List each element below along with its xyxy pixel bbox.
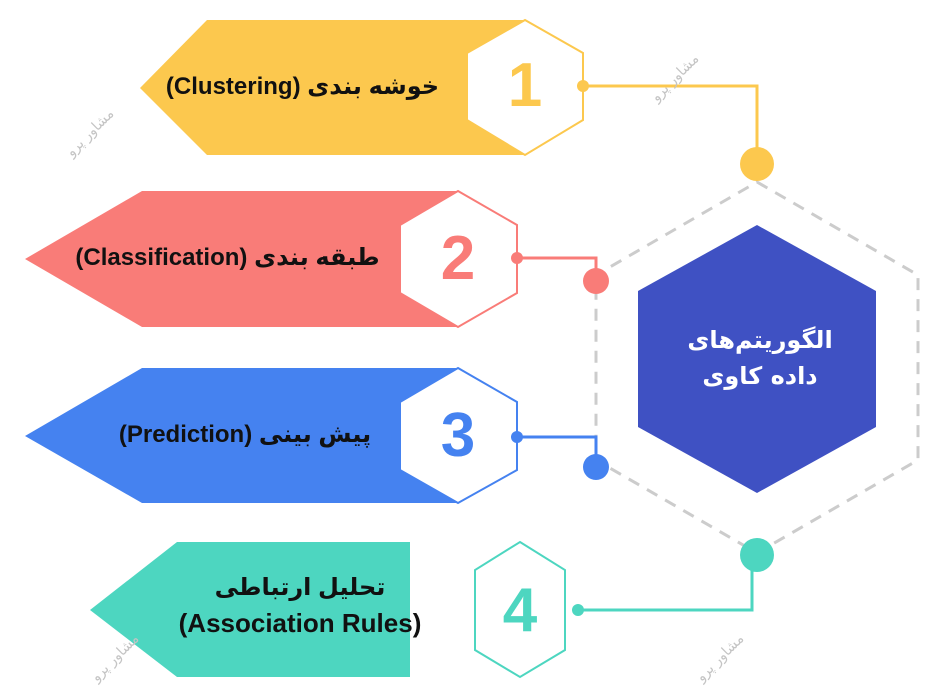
center-title-line2: داده کاوی bbox=[702, 362, 818, 390]
item-2-group bbox=[25, 189, 609, 329]
item-4-connector-dot-small bbox=[572, 604, 584, 616]
item-4-connector-line bbox=[576, 560, 754, 612]
item-3-hexagon bbox=[399, 366, 518, 505]
item-2-number: 2 bbox=[440, 224, 476, 293]
item-3-connector-dot-large bbox=[583, 454, 609, 480]
item-1-number: 1 bbox=[507, 51, 543, 120]
item-4-group bbox=[90, 538, 774, 679]
item-1-connector-line bbox=[583, 84, 759, 160]
item-4-connector-dot-large bbox=[740, 538, 774, 572]
item-1-hexagon bbox=[466, 18, 584, 157]
item-3-arrow-banner bbox=[25, 368, 458, 503]
item-1-label: خوشه بندی (Clustering) bbox=[165, 73, 440, 100]
item-2-connector-line bbox=[517, 256, 598, 275]
center-title-line1: الگوریتم‌های bbox=[687, 326, 833, 354]
item-4-label-line2: (Association Rules) bbox=[178, 608, 422, 638]
item-3-group bbox=[25, 366, 609, 505]
center-hexagon bbox=[638, 225, 876, 493]
item-1-group bbox=[140, 18, 774, 181]
item-4-label-line1: تحلیل ارتباطی bbox=[214, 574, 386, 601]
item-4-arrow-banner bbox=[90, 542, 410, 677]
item-4-hexagon bbox=[474, 540, 566, 679]
item-1-connector-dot-small bbox=[577, 80, 589, 92]
item-2-hexagon bbox=[399, 189, 518, 329]
item-2-label: طبقه بندی (Classification) bbox=[75, 244, 380, 271]
item-3-connector-dot-small bbox=[511, 431, 523, 443]
item-2-connector-dot-small bbox=[511, 252, 523, 264]
item-2-connector-dot-large bbox=[583, 268, 609, 294]
item-3-number: 3 bbox=[440, 401, 476, 470]
item-1-connector-dot-large bbox=[740, 147, 774, 181]
item-4-number: 4 bbox=[502, 576, 538, 645]
center-title: الگوریتم‌های داده کاوی bbox=[640, 322, 880, 394]
item-3-label: پیش بینی (Prediction) bbox=[118, 421, 372, 448]
item-3-connector-line bbox=[517, 435, 598, 460]
item-2-arrow-banner bbox=[25, 191, 458, 327]
item-1-arrow-banner bbox=[140, 20, 525, 155]
